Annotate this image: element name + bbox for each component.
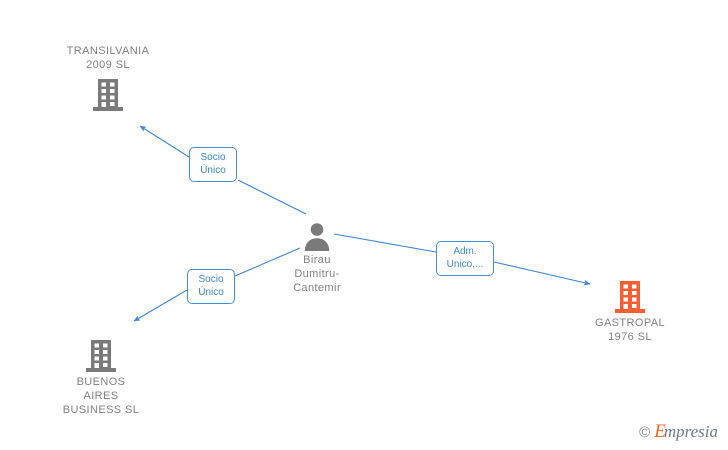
node-gastropal[interactable]: GASTROPAL 1976 SL [555, 274, 705, 344]
relationship-label-socio-unico-transilvania[interactable]: Socio Único [189, 147, 237, 182]
edge-person-gastropal-segment-b [493, 261, 591, 286]
node-transilvania-label: TRANSILVANIA 2009 SL [66, 45, 150, 71]
building-icon [615, 281, 645, 313]
node-gastropal-icon-wrap [555, 274, 705, 314]
relationship-label-socio-unico-buenos-aires[interactable]: Socio Único [187, 269, 235, 304]
node-person-icon-wrap [242, 211, 392, 251]
node-buenos-aires-label: BUENOS AIRES BUSINESS SL [62, 376, 140, 416]
node-person-label: Birau Dumitru- Cantemir [293, 254, 341, 294]
node-buenos-aires-icon-wrap [26, 333, 176, 373]
node-person[interactable]: Birau Dumitru- Cantemir [242, 211, 392, 295]
edge-person-gastropal-segment-a [333, 233, 437, 253]
watermark: © Empresia [639, 422, 718, 442]
edge-person-buenos-aires-segment-a [234, 247, 301, 277]
node-gastropal-label: GASTROPAL 1976 SL [594, 317, 666, 343]
relationship-label-adm-unico-gastropal[interactable]: Adm. Unico,... [436, 241, 494, 276]
node-transilvania[interactable]: TRANSILVANIA 2009 SL [33, 44, 183, 112]
building-icon [93, 79, 123, 111]
person-icon [304, 223, 330, 251]
node-buenos-aires[interactable]: BUENOS AIRES BUSINESS SL [26, 333, 176, 417]
edge-person-transilvania-segment-a [237, 179, 307, 215]
brand-name: mpresia [663, 422, 718, 441]
edge-person-buenos-aires-segment-b [133, 289, 188, 322]
node-transilvania-icon-wrap [33, 72, 183, 112]
brand-logo: Empresia [654, 422, 718, 442]
edge-person-transilvania-segment-b [139, 125, 190, 158]
brand-initial: E [654, 421, 666, 442]
building-icon [86, 340, 116, 372]
copyright-icon: © [639, 423, 651, 441]
